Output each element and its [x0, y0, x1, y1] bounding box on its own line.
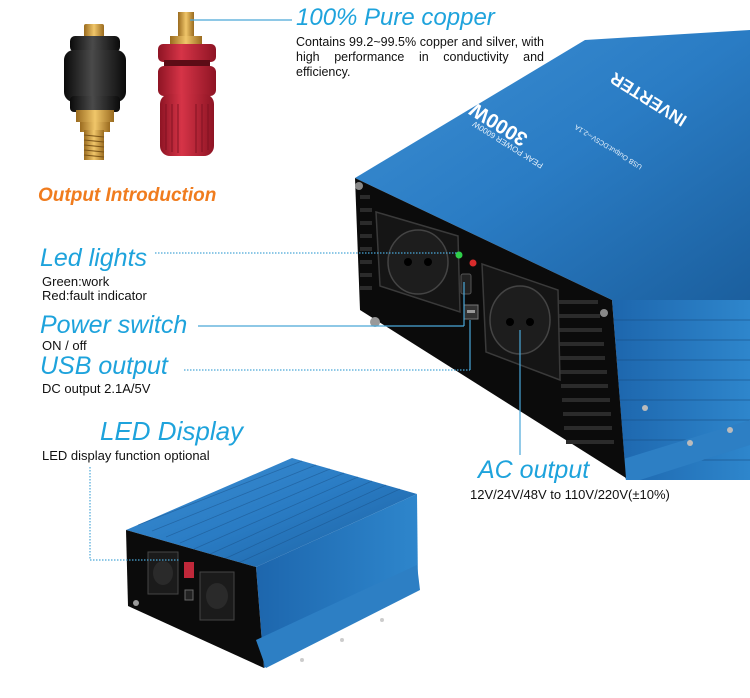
output-introduction-heading: Output Introduction: [38, 185, 217, 206]
usb-output-text: DC output 2.1A/5V: [42, 381, 151, 396]
power-switch-icon: [460, 273, 472, 295]
green-led-icon: [455, 251, 463, 259]
ac-socket-right-icon: [481, 262, 561, 382]
small-led-display-icon: [184, 562, 194, 578]
callout-lines: [89, 19, 521, 561]
large-inverter-image: [355, 30, 750, 480]
red-led-icon: [469, 259, 477, 267]
led-display-heading: LED Display: [100, 416, 244, 446]
ac-socket-left-icon: [375, 210, 461, 314]
red-terminal-icon: [158, 12, 216, 156]
ac-output-heading: AC output: [478, 456, 590, 484]
led-lights-heading: Led lights: [40, 244, 148, 272]
copper-heading: 100% Pure copper: [296, 4, 495, 31]
led-lights-green-text: Green:work: [42, 274, 110, 289]
ac-output-text: 12V/24V/48V to 110V/220V(±10%): [470, 487, 670, 502]
power-switch-heading: Power switch: [40, 311, 188, 339]
power-switch-text: ON / off: [42, 338, 87, 353]
usb-output-heading: USB output: [40, 352, 168, 380]
small-inverter-image: [126, 458, 420, 668]
copper-description: Contains 99.2~99.5% copper and silver, w…: [296, 35, 544, 79]
led-lights-red-text: Red:fault indicator: [42, 288, 147, 303]
black-terminal-icon: [64, 24, 126, 160]
led-display-text: LED display function optional: [42, 448, 210, 463]
